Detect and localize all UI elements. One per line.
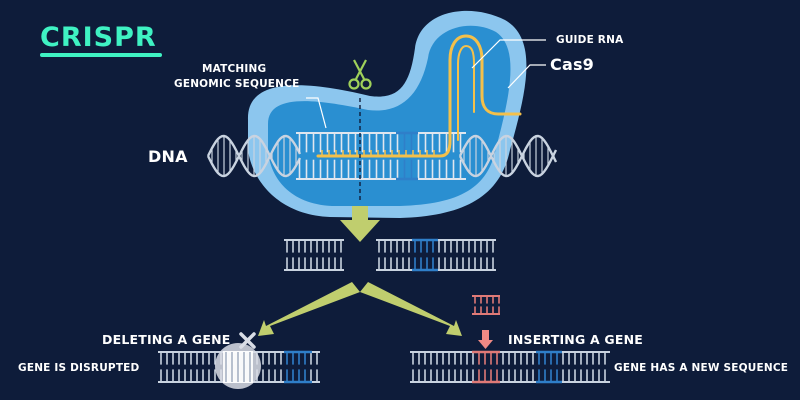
guide-rna-label: GUIDE RNA — [556, 34, 624, 46]
arrow-left-branch — [258, 282, 360, 336]
arrow-down-icon — [340, 206, 380, 242]
helix-strand — [458, 134, 558, 178]
leader-matching — [306, 97, 327, 129]
cut-dna-pieces — [284, 238, 496, 272]
scissors-icon — [348, 59, 372, 90]
branch-arrows — [258, 282, 462, 336]
guide-rna-hairpin — [316, 34, 522, 158]
cas9-protein — [247, 10, 527, 218]
guide-rna-rungs — [321, 150, 435, 156]
cas9-label: Cas9 — [550, 55, 594, 74]
title-underline — [40, 53, 162, 57]
guide-rna-strand — [316, 34, 522, 158]
leader-cas9 — [507, 64, 546, 89]
helix-strand — [458, 134, 558, 178]
title: CRISPR — [40, 22, 157, 53]
guide-rna-inner-loop — [457, 45, 475, 141]
dna-label: DNA — [148, 147, 188, 166]
insertion-fragment — [472, 295, 500, 315]
insert-arrow-icon — [478, 330, 493, 349]
arrow-right-branch — [360, 282, 462, 336]
cross-icon — [239, 332, 256, 349]
helix-strand — [206, 134, 302, 178]
inserting-gene-label: INSERTING A GENE — [508, 332, 643, 347]
gene-new-sequence-label: GENE HAS A NEW SEQUENCE — [614, 362, 789, 374]
leader-guide-rna — [471, 39, 546, 69]
inserted-gene-dna — [410, 350, 610, 384]
matching-label-line1: MATCHING — [202, 63, 267, 75]
deletion-white-rungs — [223, 351, 253, 383]
helix-strand — [206, 134, 302, 178]
leader-lines — [306, 39, 546, 129]
gene-disrupted-label: GENE IS DISRUPTED — [18, 362, 140, 374]
deleting-gene-label: DELETING A GENE — [102, 332, 231, 347]
dna-double-helix — [206, 131, 558, 181]
matching-label-line2: GENOMIC SEQUENCE — [174, 78, 300, 90]
